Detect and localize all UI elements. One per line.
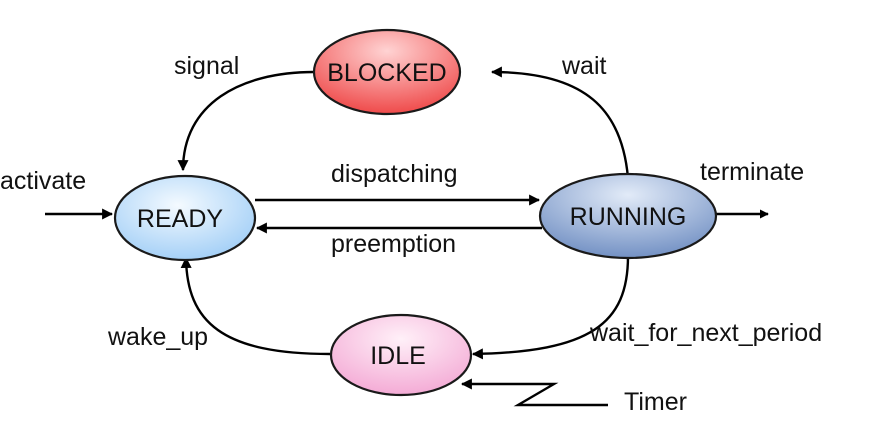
state-blocked-label: BLOCKED (327, 59, 446, 87)
wait-arrow (490, 66, 630, 179)
wait-for-next-period-label: wait_for_next_period (589, 319, 822, 347)
signal-label: signal (174, 52, 239, 80)
state-running: RUNNING (538, 172, 718, 260)
dispatching-label: dispatching (331, 160, 457, 188)
state-ready-label: READY (137, 205, 223, 233)
timer-arrow (460, 378, 608, 407)
wake-up-label: wake_up (107, 323, 208, 351)
state-idle: IDLE (329, 313, 473, 397)
timer-label: Timer (624, 388, 687, 416)
state-idle-label: IDLE (370, 342, 426, 370)
wake-up-arrow (180, 256, 331, 356)
state-ready: READY (113, 174, 257, 262)
wait-label: wait (561, 52, 607, 80)
preemption-label: preemption (331, 230, 456, 258)
signal-arrow (177, 70, 315, 172)
activate-label: activate (0, 167, 86, 195)
wait-for-next-period-arrow (471, 255, 630, 360)
state-running-label: RUNNING (570, 203, 687, 231)
state-blocked: BLOCKED (312, 28, 462, 116)
terminate-label: terminate (700, 158, 804, 186)
